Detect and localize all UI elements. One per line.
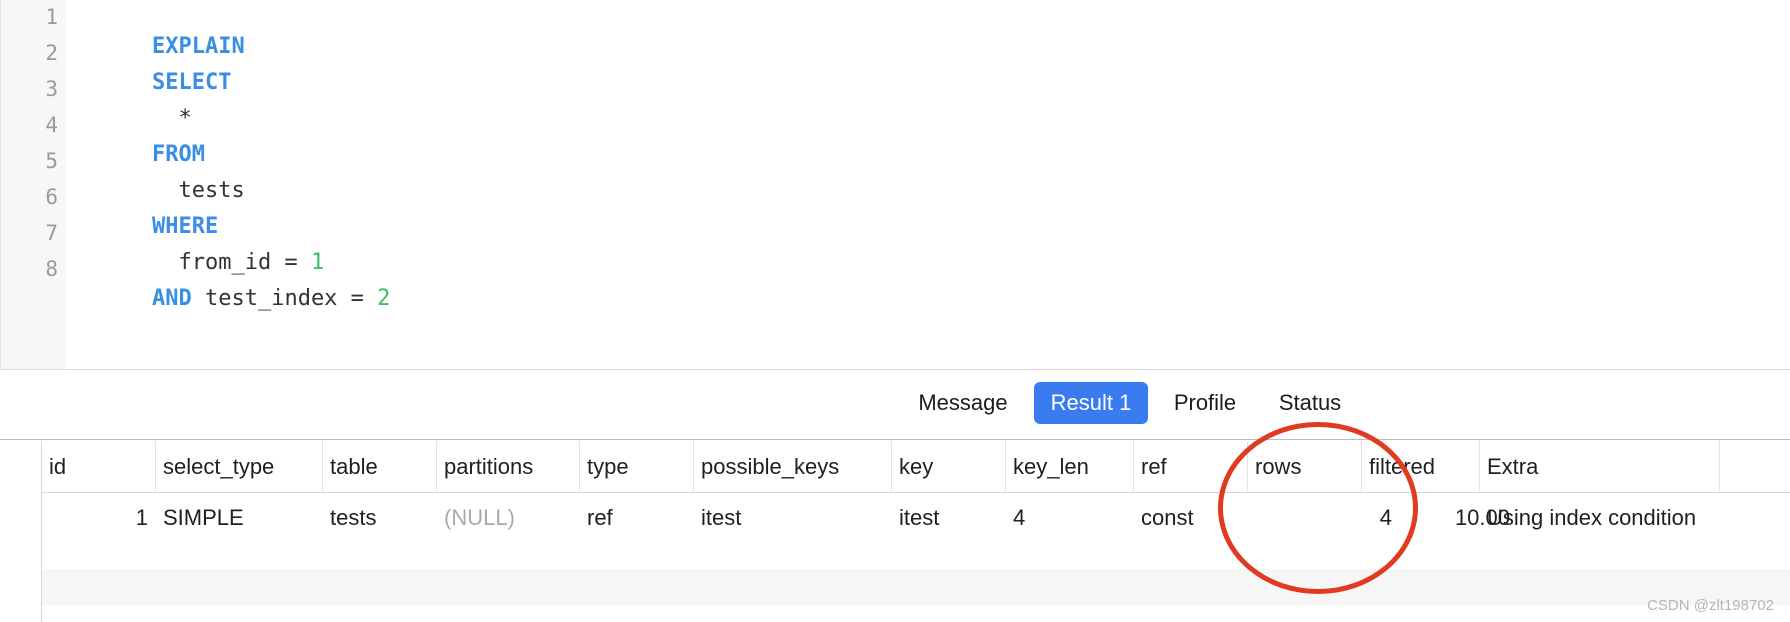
- line-number-gutter: 1 2 3 4 5 6 7 8: [0, 0, 66, 369]
- code-line-7[interactable]: from_id = 1: [99, 218, 324, 275]
- tab-message[interactable]: Message: [918, 390, 1008, 415]
- cell-table[interactable]: tests: [330, 505, 377, 530]
- column-header-ref[interactable]: ref: [1134, 441, 1248, 493]
- column-header-key[interactable]: key: [892, 441, 1006, 493]
- code-line-1[interactable]: EXPLAIN: [99, 2, 245, 59]
- column-header-select-type[interactable]: select_type: [156, 441, 323, 493]
- code-token: test_index =: [191, 286, 378, 311]
- line-number: 5: [45, 149, 58, 173]
- code-token: FROM: [151, 142, 205, 167]
- watermark: CSDN @zlt198702: [1647, 597, 1774, 614]
- code-line-5[interactable]: tests: [99, 146, 244, 203]
- code-token: from_id =: [151, 250, 311, 275]
- result-tabs: Message Result 1 Profile Status: [0, 370, 1790, 440]
- result-grid[interactable]: id select_type table partitions type pos…: [0, 441, 1790, 622]
- code-token: tests: [151, 178, 245, 203]
- sql-editor[interactable]: 1 2 3 4 5 6 7 8 EXPLAIN SELECT * FROM te…: [0, 0, 1790, 370]
- code-token: 1: [310, 250, 325, 275]
- grid-header: id select_type table partitions type pos…: [42, 441, 1790, 493]
- cell-partitions[interactable]: (NULL): [444, 505, 515, 530]
- line-number: 1: [45, 5, 58, 29]
- column-header-extra[interactable]: Extra: [1480, 441, 1720, 493]
- empty-new-row[interactable]: [42, 569, 1790, 605]
- cell-extra[interactable]: Using index condition: [1487, 505, 1697, 530]
- cell-id[interactable]: 1: [135, 505, 148, 530]
- row-selector-column[interactable]: [0, 441, 42, 622]
- cell-ref[interactable]: const: [1141, 505, 1194, 530]
- table-row[interactable]: 1 SIMPLE tests (NULL) ref itest itest 4 …: [42, 494, 1790, 542]
- tab-status[interactable]: Status: [1278, 390, 1342, 415]
- cell-key[interactable]: itest: [899, 505, 940, 530]
- code-token: 2: [377, 286, 391, 311]
- code-token: *: [151, 106, 192, 131]
- tab-profile[interactable]: Profile: [1173, 390, 1237, 415]
- line-number: 7: [45, 221, 58, 245]
- column-header-type[interactable]: type: [580, 441, 694, 493]
- code-token: WHERE: [151, 214, 219, 239]
- code-line-3[interactable]: *: [99, 74, 191, 131]
- line-number: 8: [45, 257, 58, 281]
- cell-possible-keys[interactable]: itest: [701, 505, 742, 530]
- column-header-rows[interactable]: rows: [1248, 441, 1362, 493]
- code-line-2[interactable]: SELECT: [99, 38, 231, 95]
- column-header-filtered[interactable]: filtered: [1362, 441, 1480, 493]
- column-header-key-len[interactable]: key_len: [1006, 441, 1134, 493]
- cell-filtered[interactable]: 10.00: [1454, 505, 1510, 530]
- line-number: 2: [45, 41, 58, 65]
- code-line-6[interactable]: WHERE: [99, 182, 218, 239]
- line-number: 3: [45, 77, 58, 101]
- column-header-possible-keys[interactable]: possible_keys: [694, 441, 892, 493]
- line-number: 4: [45, 113, 58, 137]
- line-number: 6: [45, 185, 58, 209]
- cell-rows[interactable]: 4: [1379, 505, 1392, 530]
- code-token: AND: [151, 286, 192, 311]
- column-header-id[interactable]: id: [42, 441, 156, 493]
- code-line-4[interactable]: FROM: [99, 110, 205, 167]
- code-token: SELECT: [151, 70, 232, 95]
- code-token: EXPLAIN: [151, 34, 245, 59]
- cell-select-type[interactable]: SIMPLE: [163, 505, 244, 530]
- column-header-table[interactable]: table: [323, 441, 437, 493]
- cell-type[interactable]: ref: [587, 505, 613, 530]
- tab-result-1[interactable]: Result 1: [1034, 382, 1148, 424]
- code-line-8[interactable]: AND test_index = 2: [99, 254, 390, 311]
- column-header-partitions[interactable]: partitions: [437, 441, 580, 493]
- cell-key-len[interactable]: 4: [1013, 505, 1026, 530]
